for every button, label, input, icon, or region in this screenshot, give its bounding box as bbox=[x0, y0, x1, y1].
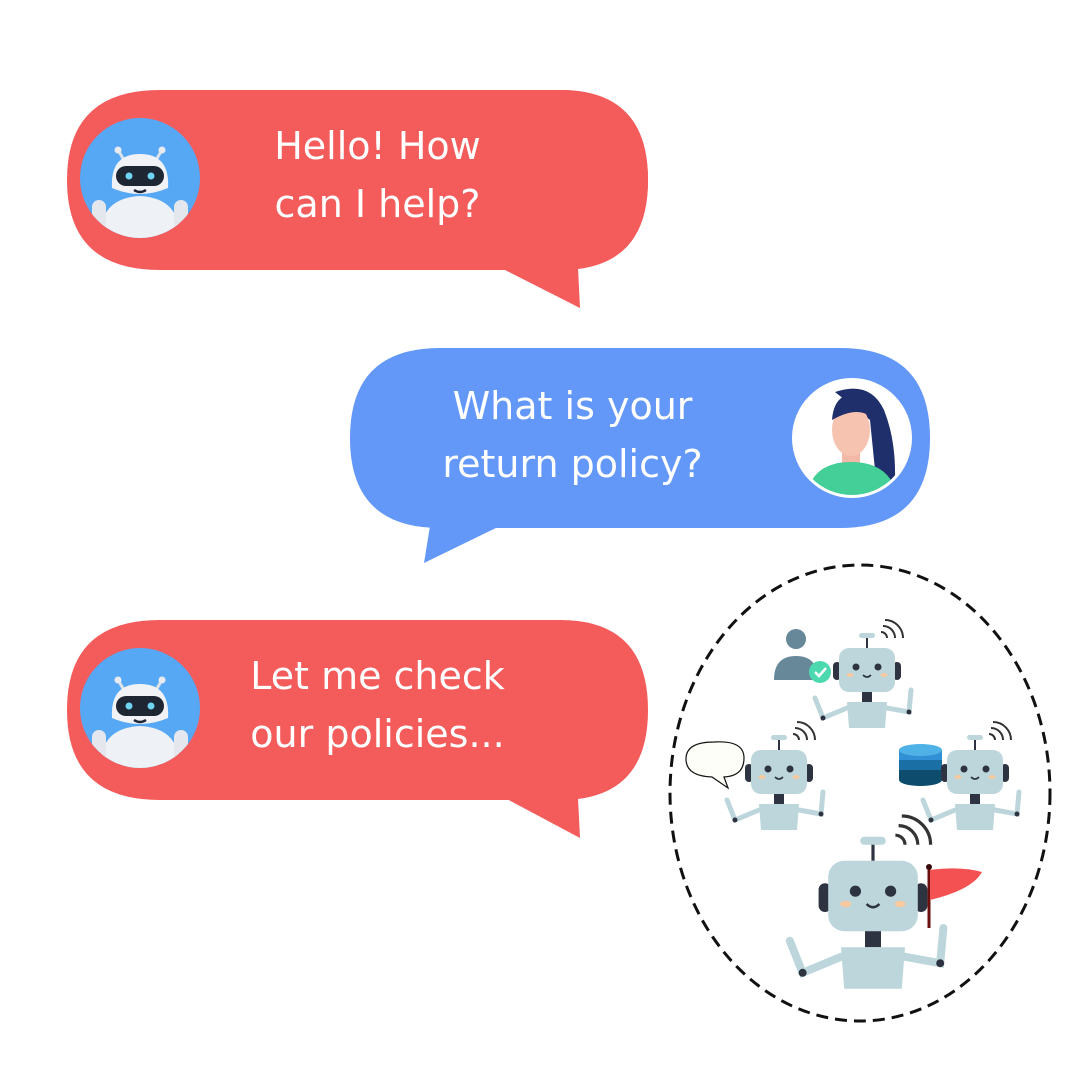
speech-bubble-icon bbox=[685, 741, 745, 790]
user-check-icon bbox=[774, 629, 831, 683]
bot-message-2: Let me check our policies... bbox=[250, 654, 505, 756]
bot-bubble-2 bbox=[67, 620, 648, 838]
user-message: What is your return policy? bbox=[442, 384, 703, 486]
user-avatar-icon bbox=[792, 378, 912, 498]
bot-message-1: Hello! How can I help? bbox=[274, 124, 481, 226]
robot-icon bbox=[727, 722, 824, 830]
bot-bubble-1 bbox=[67, 90, 648, 308]
agent-group-outline bbox=[668, 563, 1052, 1023]
flag-icon bbox=[926, 864, 982, 928]
user-bubble bbox=[350, 348, 930, 563]
database-icon bbox=[899, 744, 942, 786]
robot-icon bbox=[790, 816, 944, 989]
